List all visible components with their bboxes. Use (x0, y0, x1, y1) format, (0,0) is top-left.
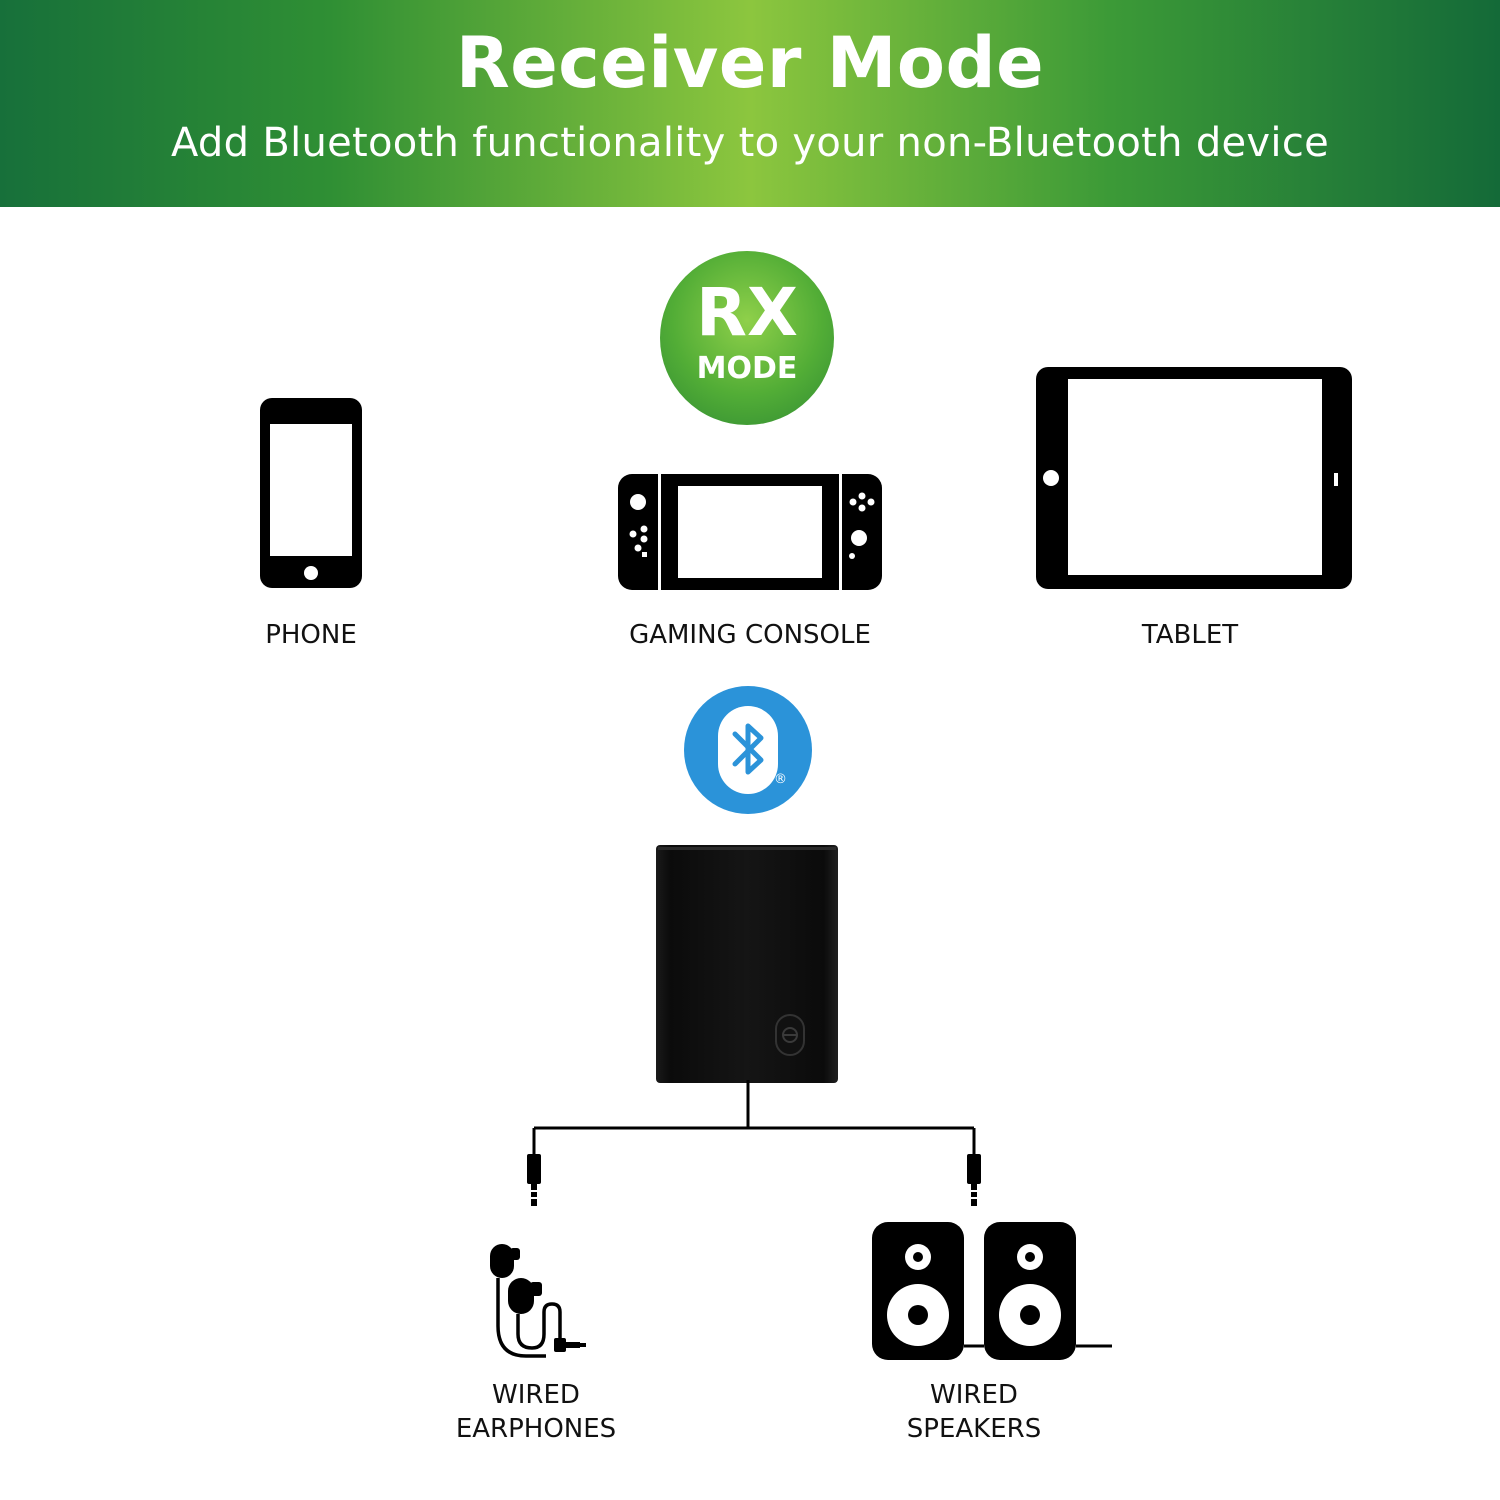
page-title: Receiver Mode (455, 22, 1045, 104)
gaming-console-icon (618, 474, 882, 590)
earphones-label: WIRED EARPHONES (426, 1378, 646, 1446)
tablet-icon (1036, 367, 1352, 589)
tablet-label: TABLET (1141, 620, 1239, 650)
output-cables (527, 1080, 981, 1206)
earphones-icon (490, 1244, 586, 1358)
bluetooth-badge: ® (684, 686, 812, 814)
rx-mode-badge: RX MODE (660, 251, 834, 425)
rx-badge-main-text: RX (696, 274, 798, 351)
speakers-icon (872, 1222, 1112, 1360)
receiver-device (656, 845, 838, 1083)
earphones-label-line2: EARPHONES (455, 1414, 617, 1444)
bluetooth-registered-mark: ® (774, 772, 787, 787)
phone-label: PHONE (265, 620, 357, 650)
speakers-label-line1: WIRED (930, 1380, 1018, 1410)
speakers-label: WIRED SPEAKERS (864, 1378, 1084, 1446)
speakers-label-line2: SPEAKERS (906, 1414, 1042, 1444)
earphones-label-line1: WIRED (492, 1380, 580, 1410)
gaming-console-label: GAMING CONSOLE (629, 620, 871, 650)
phone-icon (260, 398, 362, 588)
power-button-icon (775, 1014, 805, 1056)
header-banner: Receiver Mode Add Bluetooth functionalit… (0, 0, 1500, 207)
bluetooth-icon (718, 706, 778, 794)
page-subtitle: Add Bluetooth functionality to your non-… (170, 120, 1330, 166)
rx-badge-sub-text: MODE (696, 351, 798, 386)
